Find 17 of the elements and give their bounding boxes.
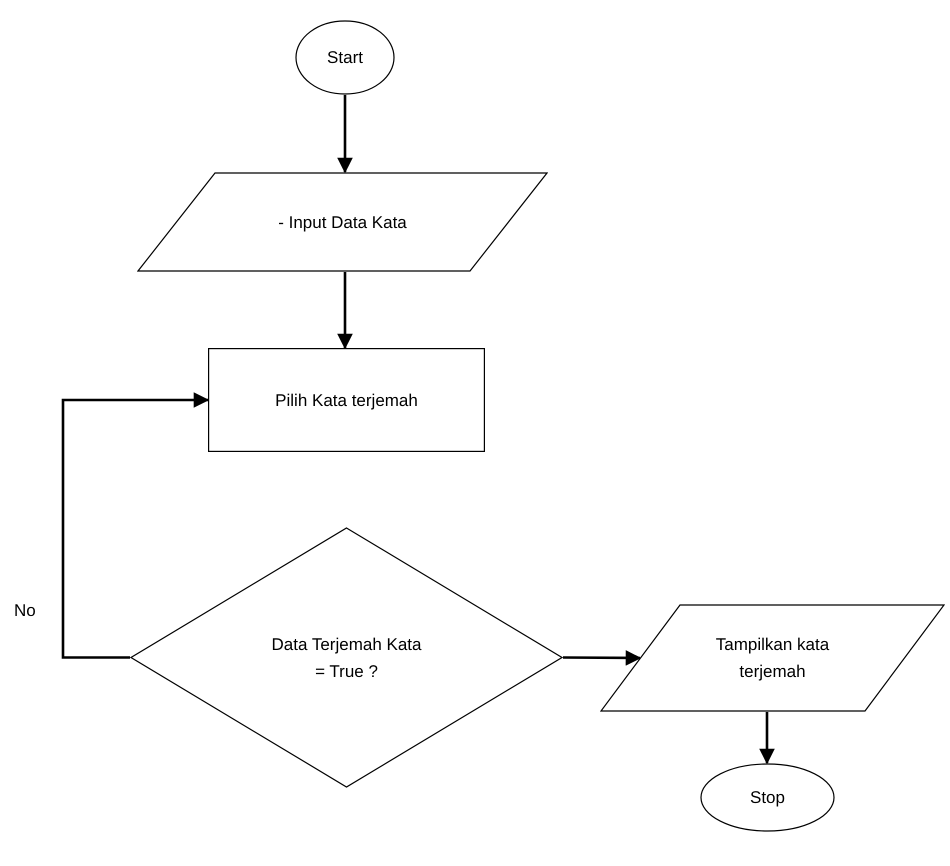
arrow: [563, 650, 642, 666]
arrow: [62, 392, 210, 659]
arrow: [337, 95, 353, 174]
node-label: Start: [327, 47, 363, 69]
terminal-oval: [700, 763, 835, 832]
terminal-oval: [295, 20, 395, 95]
arrow: [759, 712, 775, 764]
input-output-parallelogram: [137, 172, 548, 272]
node-label: - Input Data Kata: [278, 212, 407, 234]
node-label: Pilih Kata terjemah: [275, 390, 418, 412]
decision-diamond: [130, 527, 563, 788]
arrow: [337, 272, 353, 350]
input-output-parallelogram: [600, 604, 945, 712]
node-label: Tampilkan kata terjemah: [714, 634, 830, 683]
node-label: Stop: [750, 787, 785, 809]
process-box: [208, 348, 485, 452]
node-label: Data Terjemah Kata = True ?: [272, 634, 422, 682]
